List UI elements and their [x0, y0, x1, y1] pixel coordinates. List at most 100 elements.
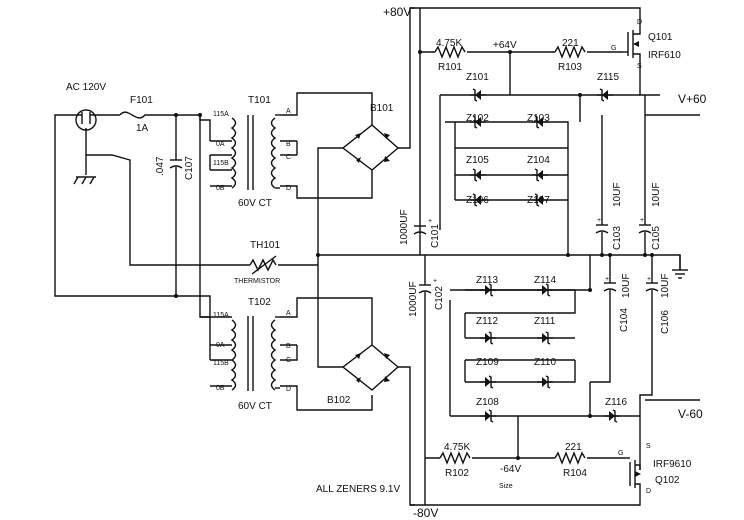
output-pos-label: V+60: [678, 92, 707, 106]
c101-plus: +: [428, 218, 432, 225]
c102-ref: C102: [434, 286, 445, 310]
t102-pin-0b: 0B: [216, 385, 225, 392]
zener-note: ALL ZENERS 9.1V: [316, 484, 400, 495]
z110-label: Z110: [534, 357, 556, 368]
q101-ref: Q101: [648, 32, 673, 43]
junction-dots: [174, 50, 654, 460]
mid-pos-label: +64V: [493, 40, 517, 51]
bridge-b101-symbol: [341, 124, 400, 171]
transformer-t101-ref: T101: [248, 95, 271, 106]
z115-label: Z115: [597, 72, 619, 83]
z106-label: Z106: [466, 195, 489, 206]
t102-pin-b: B: [286, 343, 291, 350]
fuse-f101-symbol: [119, 111, 155, 119]
r104-value: 221: [565, 442, 582, 453]
output-neg-label: V-60: [678, 407, 703, 421]
capacitor-c105-symbol: [638, 224, 652, 234]
zener-z112-symbol: [479, 331, 497, 345]
resistor-r102-symbol: [439, 451, 471, 465]
c101-value: 1000UF: [399, 209, 410, 245]
t102-pin-a: A: [286, 310, 291, 317]
c105-ref: C105: [651, 226, 662, 250]
labels: +80V -80V V+60 V-60 +64V -64V AC 120V F1…: [66, 5, 707, 520]
bridge-b102-ref: B102: [327, 395, 351, 406]
bridge-b102-symbol: [341, 344, 400, 391]
t102-pin-115a: 115A: [213, 312, 229, 319]
z111-label: Z111: [534, 316, 556, 327]
z116-label: Z116: [605, 397, 627, 408]
z113-label: Z113: [476, 275, 498, 286]
t101-pin-d: D: [286, 185, 291, 192]
t102-pin-c: C: [286, 357, 291, 364]
z102-label: Z102: [466, 113, 489, 124]
capacitor-c101-symbol: [413, 225, 427, 235]
zener-z105-symbol: [469, 168, 487, 182]
c103-value: 10UF: [612, 183, 623, 207]
c105-plus: +: [640, 217, 644, 224]
resistor-r103-symbol: [554, 45, 586, 59]
chassis-ground-symbol: [73, 176, 96, 185]
q102-pin-g: G: [618, 450, 623, 457]
resistor-r104-symbol: [554, 451, 586, 465]
t102-pin-d: D: [286, 386, 291, 393]
bridge-b101-ref: B101: [370, 103, 394, 114]
cap-c107-value: .047: [155, 156, 166, 176]
z105-label: Z105: [466, 155, 489, 166]
r101-ref: R101: [438, 62, 462, 73]
zener-z115-symbol: [596, 88, 614, 102]
fuse-value-label: 1A: [136, 123, 149, 134]
z108-label: Z108: [476, 397, 499, 408]
capacitor-c107-symbol: [169, 159, 183, 169]
t101-pin-b: B: [286, 141, 291, 148]
c106-ref: C106: [660, 310, 671, 334]
size-note: Size: [499, 483, 513, 490]
zener-z110-symbol: [536, 375, 554, 389]
transformer-t102-symbol: [230, 316, 280, 391]
c103-plus: +: [597, 217, 601, 224]
r103-value: 221: [562, 38, 579, 49]
c106-plus: +: [647, 276, 651, 283]
c105-value: 10UF: [651, 183, 662, 207]
q102-pin-d: D: [646, 488, 651, 495]
capacitor-c103-symbol: [595, 224, 609, 234]
r103-ref: R103: [558, 62, 582, 73]
mid-neg-label: -64V: [500, 464, 521, 475]
ac-input-label: AC 120V: [66, 82, 106, 93]
mosfet-q101-symbol: [622, 28, 641, 58]
fuse-ref-label: F101: [130, 95, 153, 106]
z103-label: Z103: [527, 113, 550, 124]
t101-pin-115b: 115B: [213, 160, 229, 167]
c104-plus: +: [605, 276, 609, 283]
t101-pin-0b: 0B: [216, 185, 225, 192]
zener-z116-symbol: [603, 409, 621, 423]
t101-pin-115a: 115A: [213, 111, 229, 118]
thermistor-th101-symbol: [249, 255, 277, 275]
thermistor-ref: TH101: [250, 240, 280, 251]
z114-label: Z114: [534, 275, 556, 286]
transformer-t102-rating: 60V CT: [238, 401, 272, 412]
transformer-t102-ref: T102: [248, 297, 271, 308]
r104-ref: R104: [563, 468, 587, 479]
cap-c107-ref: C107: [184, 156, 195, 180]
t101-pin-0a: 0A: [216, 141, 225, 148]
q102-pin-s: S: [646, 443, 651, 450]
capacitor-c102-symbol: [418, 284, 432, 294]
q101-pin-g: G: [611, 45, 616, 52]
resistor-r101-symbol: [434, 45, 466, 59]
r102-ref: R102: [445, 468, 469, 479]
c102-value: 1000UF: [408, 281, 419, 317]
z107-label: Z107: [527, 195, 550, 206]
transformer-t101-rating: 60V CT: [238, 198, 272, 209]
rail-neg-label: -80V: [413, 506, 438, 520]
z101-label: Z101: [466, 72, 489, 83]
rail-pos-label: +80V: [383, 5, 411, 19]
c106-value: 10UF: [660, 274, 671, 298]
ground-symbol: [672, 269, 688, 279]
zener-z108-symbol: [479, 409, 497, 423]
t102-pin-0a: 0A: [216, 342, 225, 349]
zener-z111-symbol: [536, 331, 554, 345]
q102-ref: Q102: [655, 475, 680, 486]
r102-value: 4.75K: [444, 442, 470, 453]
